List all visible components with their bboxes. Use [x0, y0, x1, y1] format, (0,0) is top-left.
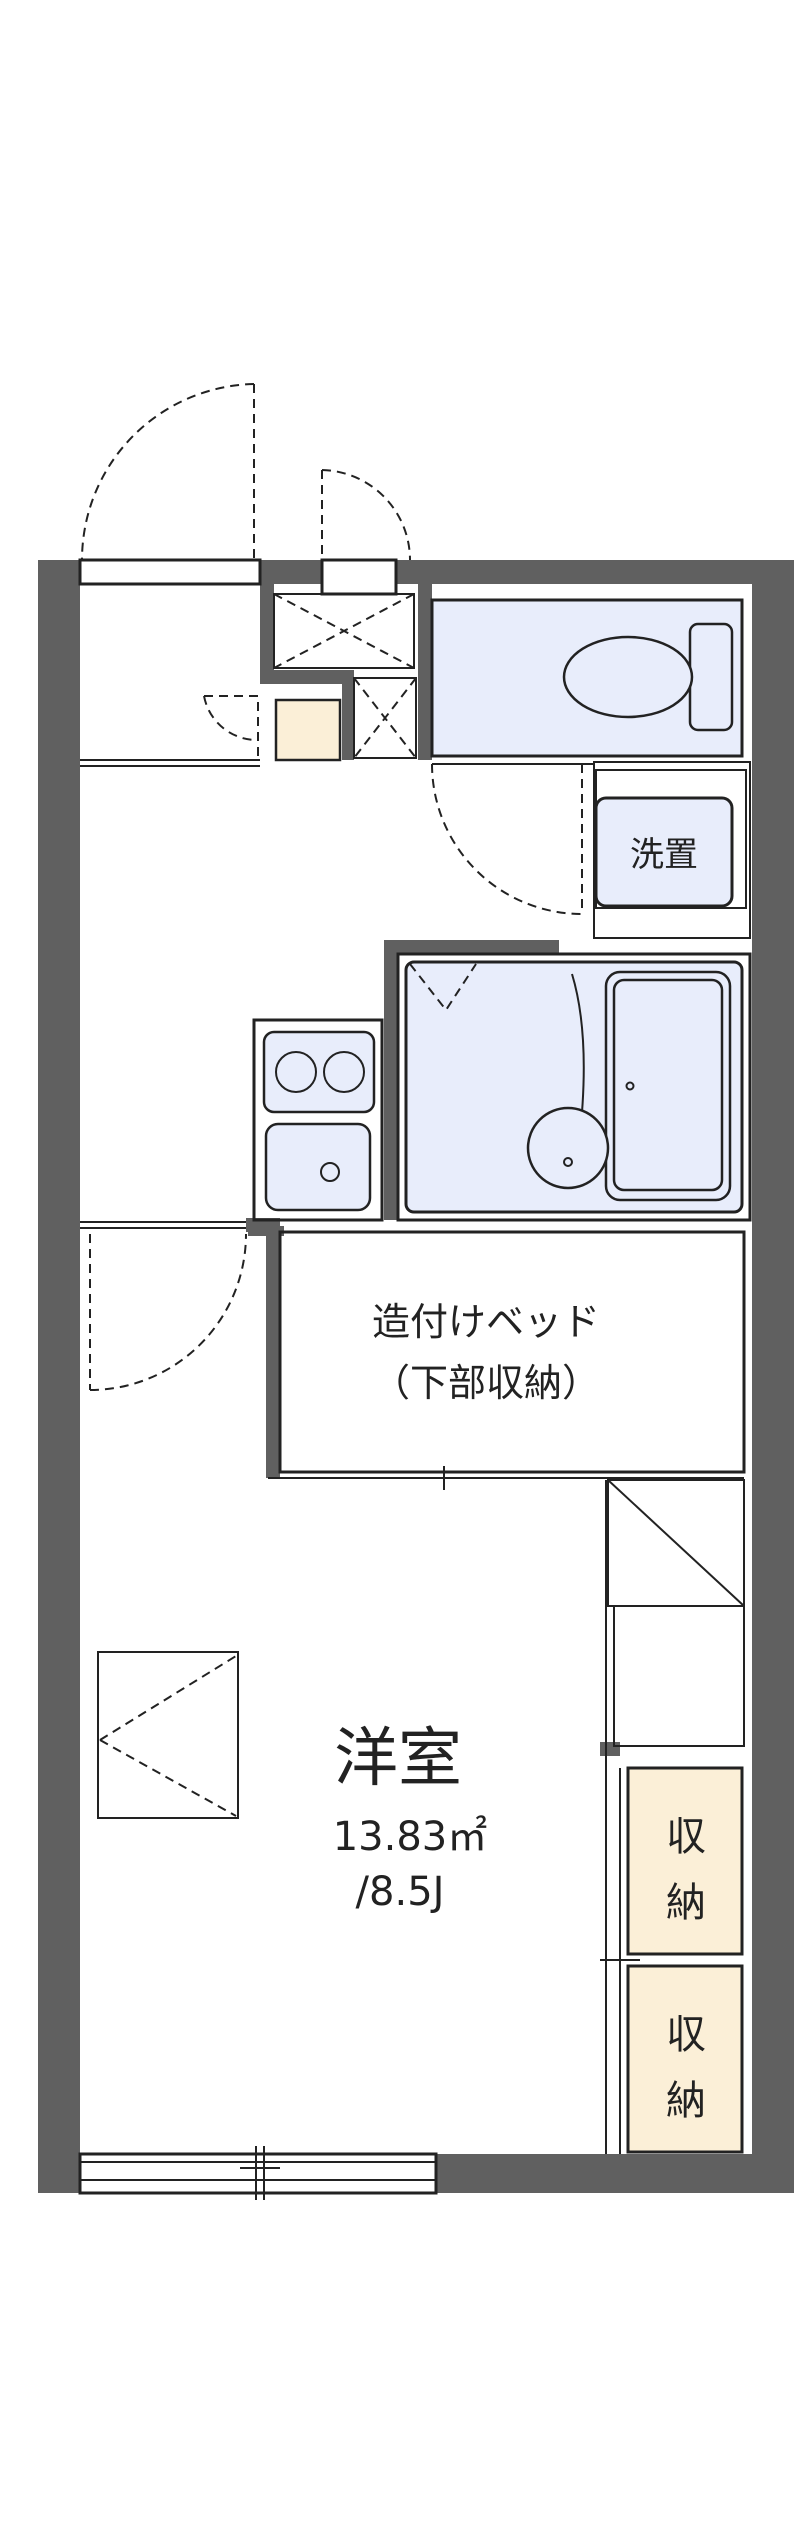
- pipe-shaft: [273, 469, 417, 759]
- room-door: [80, 1221, 247, 1391]
- shoe-cabinet: [274, 698, 342, 762]
- window: [78, 2146, 438, 2200]
- kitchen-sink: [264, 1122, 372, 1212]
- western-room: 洋室 13.83㎡ /8.5J: [97, 1651, 488, 1915]
- closet-2: [626, 1964, 744, 2154]
- washer-label: 洗置: [630, 835, 698, 875]
- toilet-room: [430, 598, 744, 915]
- kitchen: [248, 1018, 384, 1236]
- room-name: 洋室: [334, 1722, 462, 1796]
- exterior-walls: [38, 560, 794, 2193]
- closet-1-char-1: 収: [666, 1814, 706, 1860]
- unit-bath: [396, 952, 752, 1222]
- bed-label: 造付けベッド: [372, 1300, 600, 1344]
- closet-1: [626, 1766, 744, 1956]
- bed-sublabel: （下部収納）: [372, 1361, 600, 1405]
- closet-2-char-2: 納: [666, 2078, 706, 2124]
- wash-basin: [526, 1106, 610, 1190]
- toilet-bowl: [562, 635, 694, 719]
- closet-2-char-1: 収: [666, 2012, 706, 2058]
- room-area: 13.83㎡: [333, 1814, 488, 1860]
- built-in-bed: 造付けベッド （下部収納）: [268, 1230, 746, 1490]
- room-tatami: /8.5J: [356, 1869, 445, 1915]
- stove-burner-right: [323, 1051, 365, 1093]
- washer-box: [594, 796, 734, 908]
- toilet-tank: [688, 622, 734, 732]
- entrance: [78, 383, 342, 767]
- stove-burner-left: [275, 1051, 317, 1093]
- ceiling-hatch: [97, 1651, 239, 1819]
- closet-1-char-2: 納: [666, 1880, 706, 1926]
- washer-space: 洗置: [593, 761, 751, 939]
- closet-area: 収 納 収 納: [600, 1479, 745, 2154]
